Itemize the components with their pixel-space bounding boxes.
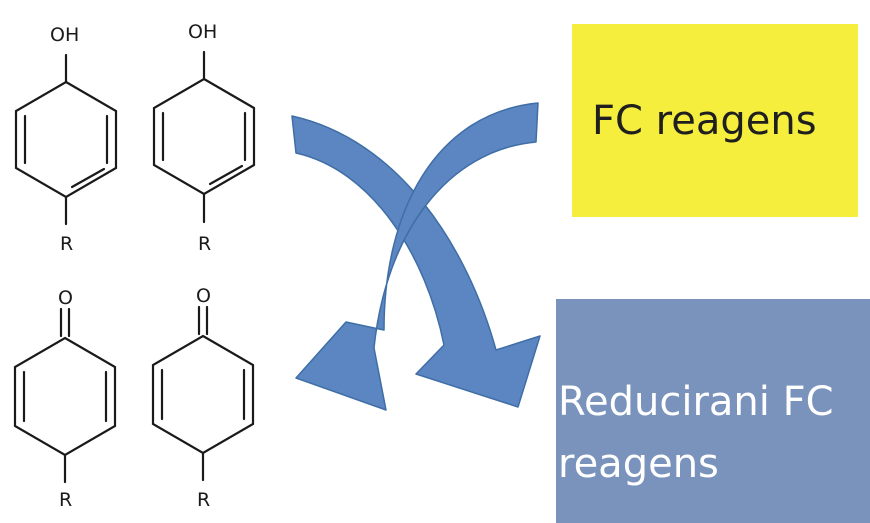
reduced-fc-reagent-label-line2: reagens [558, 441, 719, 487]
quinone-right-r-label: R [197, 489, 210, 511]
quinone-left [13, 307, 117, 484]
arrow-to-reduced-fc-icon [291, 115, 541, 408]
phenol-left-r-label: R [60, 233, 73, 255]
quinone-left-r-label: R [59, 489, 72, 511]
phenol-right [152, 50, 256, 224]
reduced-fc-reagent-label-line1: Reducirani FC [558, 379, 834, 425]
quinone-right-o-label: O [196, 285, 211, 307]
phenol-left [14, 53, 118, 226]
reduced-fc-reagent-box: Reducirani FC reagens [556, 299, 870, 523]
quinone-left-o-label: O [58, 287, 73, 309]
fc-reagent-box: FC reagens [572, 24, 858, 217]
phenol-right-oh-label: OH [188, 21, 217, 43]
phenol-right-r-label: R [198, 233, 211, 255]
arrow-to-quinones-icon [295, 102, 539, 411]
fc-reagent-label: FC reagens [592, 97, 817, 144]
quinone-right [151, 305, 255, 482]
phenol-left-oh-label: OH [50, 24, 79, 46]
